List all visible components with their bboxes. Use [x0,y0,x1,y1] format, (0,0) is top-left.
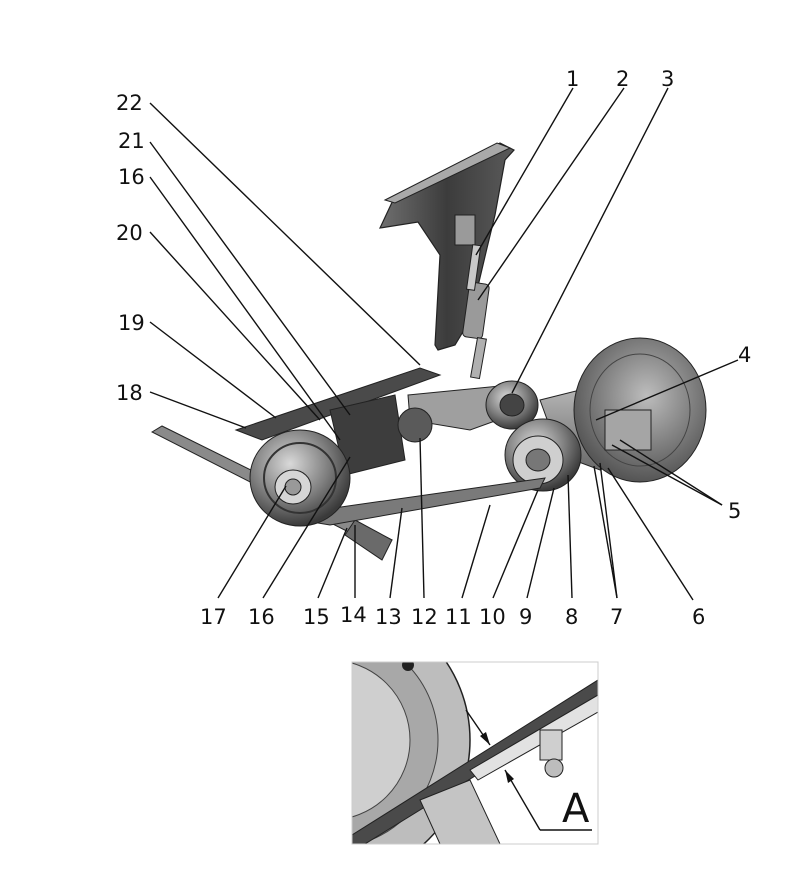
mechanism [150,142,707,561]
callout-11: 11 [445,605,472,629]
callout-2: 2 [616,67,629,91]
callout-19: 19 [118,311,145,335]
callout-8: 8 [565,605,578,629]
callout-12: 12 [411,605,438,629]
inset-belt [352,679,598,844]
mounting-panel-flange [383,142,512,204]
inset-guide-bar [469,694,598,781]
inset-base [419,779,501,844]
callout-22: 22 [116,91,143,115]
callout-6: 6 [692,605,705,629]
cylinder-rod [465,244,482,291]
callout-14: 14 [340,603,367,627]
leader-lines [149,87,739,601]
inset-bracket [539,729,563,761]
lower-rail-end [344,519,393,561]
detail-inset: A [351,661,599,845]
callout-9: 9 [519,605,532,629]
callout-10: 10 [479,605,506,629]
panel-bracket [454,214,476,246]
callout-1: 1 [566,67,579,91]
idler-roller [397,407,433,443]
callout-16-bottom: 16 [248,605,275,629]
cylinder-lower-rod [470,337,487,380]
callout-5: 5 [728,499,741,523]
callout-18: 18 [116,381,143,405]
callout-21: 21 [118,129,145,153]
callout-7: 7 [610,605,623,629]
callout-20: 20 [116,221,143,245]
callout-3: 3 [661,67,674,91]
callout-17: 17 [200,605,227,629]
inset-bolt [544,758,564,778]
callout-15: 15 [303,605,330,629]
hydraulic-cylinder [462,281,490,340]
callout-4: 4 [738,343,751,367]
upper-frame-bar [234,367,442,441]
callout-labels: 1 2 3 4 5 6 7 8 9 10 11 12 13 14 15 16 1… [116,67,751,629]
callout-16-top: 16 [118,165,145,189]
dimension-label-a: A [562,786,590,832]
callout-13: 13 [375,605,402,629]
